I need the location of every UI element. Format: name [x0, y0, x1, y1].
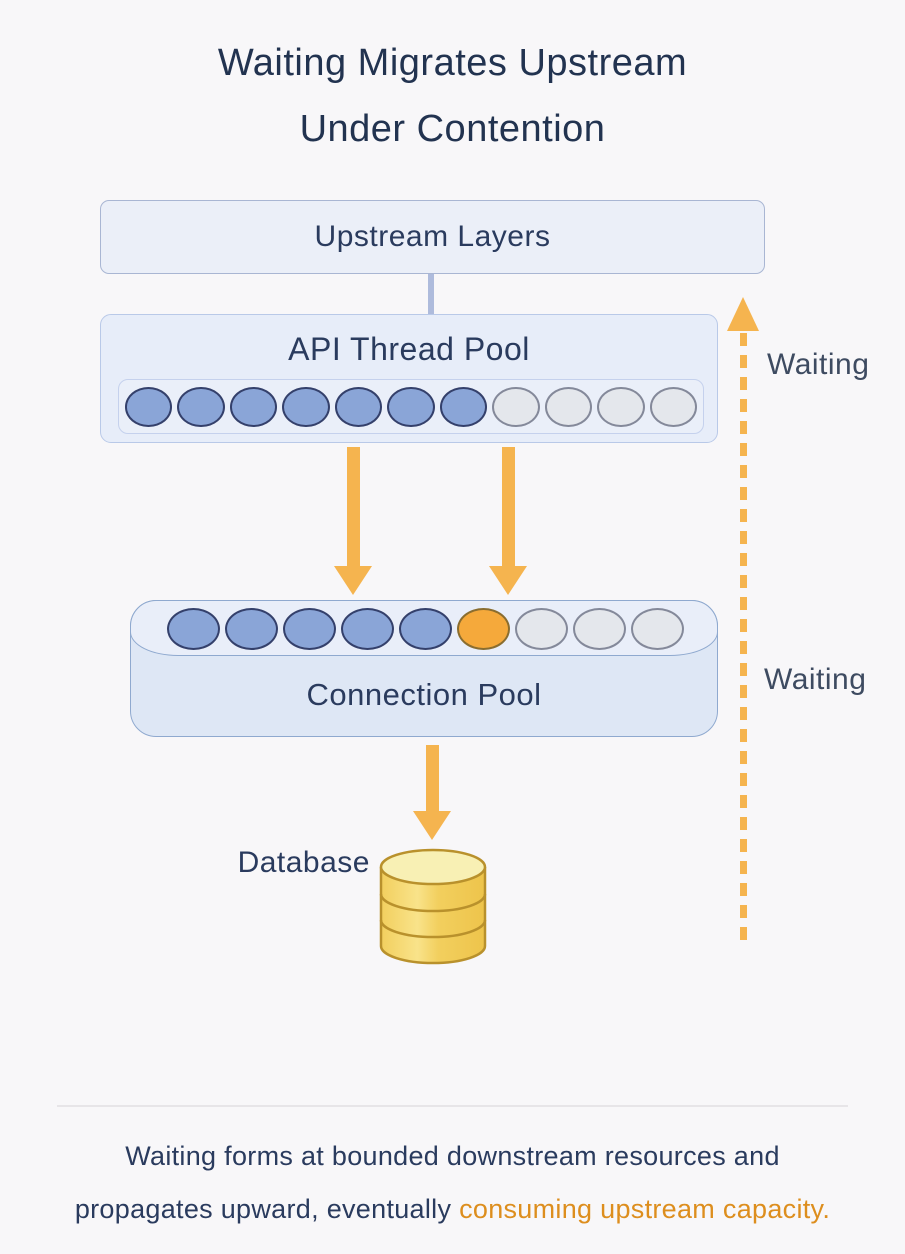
slot-idle — [515, 608, 568, 650]
api-thread-pool-box: API Thread Pool — [100, 314, 718, 443]
connection-slots-row — [167, 607, 687, 651]
flow-arrow-down-left-icon — [334, 447, 372, 595]
title-line-2: Under Contention — [299, 108, 606, 150]
caption-line-2: propagates upward, eventually consuming … — [0, 1183, 905, 1236]
caption-line-2-highlight: consuming upstream capacity. — [459, 1194, 831, 1224]
caption: Waiting forms at bounded downstream reso… — [0, 1130, 905, 1236]
caption-line-1: Waiting forms at bounded downstream reso… — [125, 1141, 780, 1171]
arrow-head — [727, 297, 759, 331]
api-thread-slots-row — [118, 379, 704, 434]
slot-busy — [177, 386, 225, 427]
slot-busy — [399, 608, 452, 650]
caption-line-2-normal: propagates upward, eventually — [74, 1194, 460, 1224]
slot-busy — [125, 386, 173, 427]
slot-idle — [492, 386, 540, 427]
slot-busy — [282, 386, 330, 427]
slot-busy — [334, 386, 383, 427]
waiting-label-top: Waiting — [767, 348, 870, 381]
slot-busy — [225, 608, 278, 650]
upstream-layers-label: Upstream Layers — [314, 220, 551, 253]
arrow-shaft — [501, 447, 515, 566]
slot-busy — [341, 608, 394, 650]
arrow-head — [413, 811, 451, 840]
slot-idle — [631, 608, 684, 650]
slot-idle — [597, 386, 645, 427]
caption-divider — [57, 1105, 848, 1107]
upstream-layers-box: Upstream Layers — [100, 200, 765, 274]
waiting-label-bottom: Waiting — [764, 663, 867, 696]
slot-busy — [387, 386, 435, 427]
slot-idle — [573, 608, 626, 650]
arrow-shaft — [425, 745, 439, 811]
slot-busy — [283, 608, 336, 650]
database-icon — [373, 845, 493, 974]
connection-pool-box: Connection Pool — [130, 600, 718, 737]
waiting-arrow-up-icon — [727, 297, 759, 943]
slot-busy — [439, 386, 488, 427]
upstream-api-connector — [428, 274, 434, 315]
arrow-head — [334, 566, 372, 595]
slot-idle — [649, 386, 697, 427]
slot-contended — [457, 608, 510, 650]
slot-idle — [544, 386, 593, 427]
flow-arrow-down-right-icon — [489, 447, 527, 595]
connection-pool-lid — [130, 600, 718, 656]
arrow-head — [489, 566, 527, 595]
flow-arrow-down-database-icon — [413, 745, 451, 840]
dashed-shaft — [739, 333, 747, 941]
arrow-shaft — [346, 447, 360, 566]
database-label: Database — [237, 846, 370, 879]
api-thread-pool-label: API Thread Pool — [288, 331, 530, 367]
connection-pool-label: Connection Pool — [306, 677, 542, 712]
database-cylinder-svg — [379, 848, 487, 965]
slot-busy — [229, 386, 278, 427]
page-title: Waiting Migrates Upstream Under Contenti… — [0, 30, 905, 162]
title-line-1: Waiting Migrates Upstream — [217, 42, 688, 84]
slot-busy — [167, 608, 220, 650]
